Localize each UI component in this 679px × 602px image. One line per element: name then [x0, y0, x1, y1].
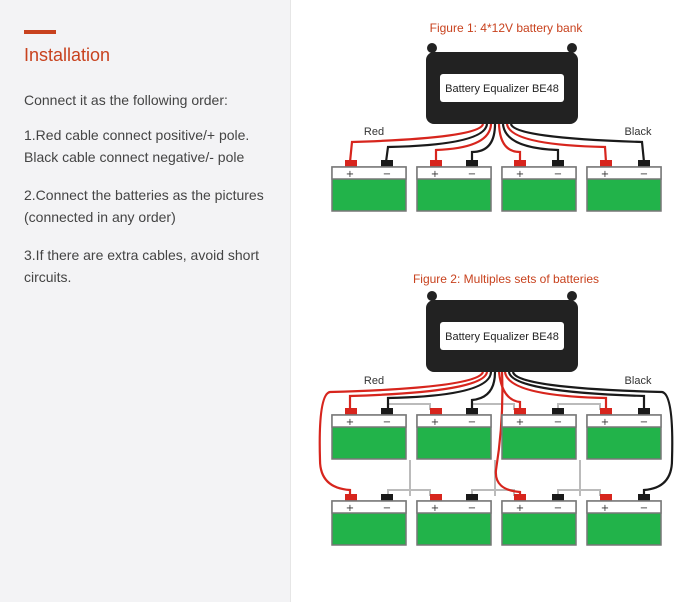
accent-bar — [24, 30, 56, 34]
fig2-red-cable-outer — [318, 371, 485, 496]
fig1-black-label: Black — [625, 126, 652, 138]
svg-text:+: + — [346, 169, 354, 180]
installation-heading: Installation — [24, 45, 111, 65]
fig1-red-label: Red — [364, 126, 384, 138]
svg-text:−: − — [468, 169, 476, 180]
svg-text:−: − — [640, 169, 648, 180]
fig2-battery-top-4: +− — [586, 408, 662, 460]
svg-text:+: + — [601, 169, 609, 180]
fig2-equalizer-label-plate — [440, 322, 564, 350]
fig2-black-cable-2 — [470, 371, 497, 410]
fig2-battery-bottom-3: +− — [501, 494, 577, 546]
fig2-battery-bottom-1: +− — [331, 494, 407, 546]
fig1-equalizer-label-plate — [440, 74, 564, 102]
fig2-link-top-2 — [471, 403, 515, 410]
step-1: 1.Red cable connect positive/+ pole. Bla… — [24, 127, 250, 165]
svg-text:−: − — [554, 417, 562, 428]
figure-1-title: Figure 1: 4*12V battery bank — [430, 21, 584, 35]
fig1-mount-hole-right — [567, 43, 577, 53]
fig1-red-cable-4 — [505, 123, 608, 163]
fig2-black-cable-1 — [386, 371, 493, 410]
fig1-mount-hole-left — [427, 43, 437, 53]
svg-text:+: + — [431, 503, 439, 514]
figure-1: Battery Equalizer BE48 Red Black +− +− +… — [331, 43, 662, 212]
fig2-black-cable-3 — [507, 371, 646, 410]
figure-2: Battery Equalizer BE48 Red Black +− +− +… — [318, 291, 674, 546]
step-2: 2.Connect the batteries as the pictures … — [24, 187, 264, 225]
fig2-red-cable-2 — [497, 371, 522, 410]
fig1-equalizer-label: Battery Equalizer BE48 — [445, 83, 559, 95]
fig2-battery-bottom-2: +− — [416, 494, 492, 546]
svg-text:−: − — [554, 169, 562, 180]
svg-text:−: − — [640, 503, 648, 514]
fig2-battery-top-1: +− — [331, 408, 407, 460]
fig1-battery-1: +− — [331, 160, 407, 212]
fig2-link-top-1 — [387, 403, 431, 410]
fig2-link-top-3 — [557, 403, 601, 410]
figure-2-title: Figure 2: Multiples sets of batteries — [413, 272, 599, 286]
fig2-red-label: Red — [364, 375, 384, 387]
fig1-black-cable-3 — [501, 123, 560, 162]
instructions-panel: Installation Connect it as the following… — [0, 0, 290, 602]
svg-text:−: − — [383, 417, 391, 428]
fig2-black-cable-outer — [511, 371, 674, 496]
fig2-battery-top-3: +− — [501, 408, 577, 460]
svg-text:+: + — [431, 417, 439, 428]
svg-text:−: − — [640, 417, 648, 428]
svg-text:+: + — [346, 503, 354, 514]
fig1-red-cable-2 — [434, 123, 493, 162]
fig1-battery-2: +− — [416, 160, 492, 212]
fig2-mount-hole-left — [427, 291, 437, 301]
fig1-battery-3: +− — [501, 160, 577, 212]
svg-text:+: + — [516, 169, 524, 180]
svg-text:+: + — [516, 417, 524, 428]
fig1-battery-4: +− — [586, 160, 662, 212]
svg-text:+: + — [601, 503, 609, 514]
fig2-red-cable-4 — [503, 371, 608, 410]
fig2-red-cable-3 — [494, 371, 522, 496]
fig1-red-cable-1 — [348, 123, 485, 163]
fig1-black-cable-4 — [509, 123, 646, 163]
fig2-mount-hole-right — [567, 291, 577, 301]
wiring-diagram: Figure 1: 4*12V battery bank Battery Equ… — [318, 21, 674, 546]
panel-divider — [290, 0, 291, 602]
fig2-link-bottom-2 — [471, 489, 515, 496]
fig1-black-cable-1 — [384, 123, 489, 163]
intro-text: Connect it as the following order: — [24, 92, 228, 108]
svg-text:+: + — [601, 417, 609, 428]
svg-text:−: − — [554, 503, 562, 514]
fig2-red-cable-1 — [348, 371, 489, 410]
fig2-equalizer-label: Battery Equalizer BE48 — [445, 331, 559, 343]
svg-text:+: + — [431, 169, 439, 180]
fig2-battery-bottom-4: +− — [586, 494, 662, 546]
svg-text:+: + — [346, 417, 354, 428]
fig1-red-cable-3 — [497, 123, 522, 162]
svg-text:−: − — [468, 503, 476, 514]
fig1-black-cable-2 — [470, 123, 497, 162]
fig2-black-label: Black — [625, 375, 652, 387]
svg-text:−: − — [468, 417, 476, 428]
step-3: 3.If there are extra cables, avoid short… — [24, 247, 260, 285]
fig2-battery-top-2: +− — [416, 408, 492, 460]
svg-text:−: − — [383, 169, 391, 180]
svg-text:−: − — [383, 503, 391, 514]
svg-text:+: + — [516, 503, 524, 514]
